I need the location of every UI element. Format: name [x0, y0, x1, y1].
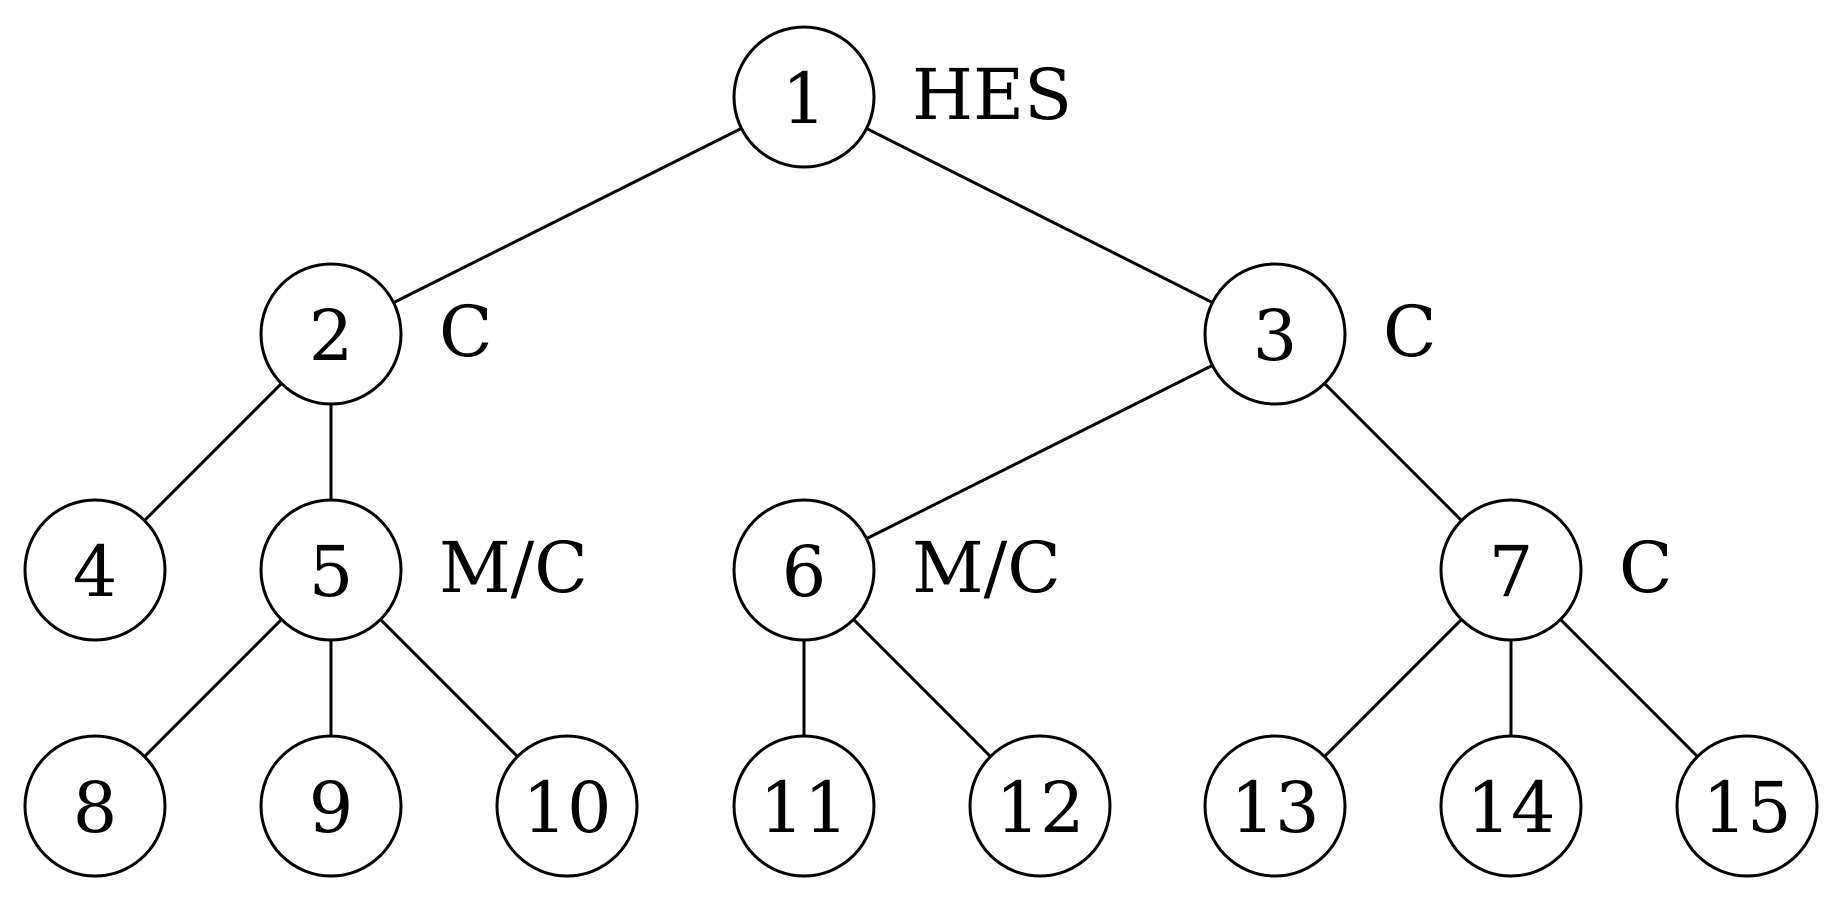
- node-11: 11: [732, 734, 876, 878]
- node-circle: [1203, 734, 1347, 878]
- node-circle: [23, 498, 167, 642]
- node-circle: [23, 734, 167, 878]
- node-circle: [1439, 734, 1583, 878]
- edge-1-2: [392, 127, 743, 304]
- node-label: 9: [309, 767, 354, 849]
- node-label: 6: [782, 531, 827, 613]
- node-circle: [732, 734, 876, 878]
- node-circle: [968, 734, 1112, 878]
- node-label: 1: [782, 58, 827, 140]
- node-5: 5 M/C: [259, 498, 588, 642]
- node-circle: [732, 25, 876, 169]
- node-tag: HES: [912, 54, 1072, 136]
- node-label: 11: [759, 767, 848, 849]
- edge-3-6: [865, 364, 1214, 540]
- node-label: 7: [1489, 531, 1534, 613]
- node-4: 4: [23, 498, 167, 642]
- node-12: 12: [968, 734, 1112, 878]
- edge-7-15: [1559, 618, 1699, 758]
- node-label: 13: [1230, 767, 1319, 849]
- node-circle: [1675, 734, 1819, 878]
- node-tag: C: [439, 291, 493, 373]
- node-label: 8: [73, 767, 118, 849]
- node-circle: [259, 262, 403, 406]
- node-15: 15: [1675, 734, 1819, 878]
- edge-2-4: [143, 382, 283, 522]
- node-label: 5: [309, 531, 354, 613]
- node-14: 14: [1439, 734, 1583, 878]
- node-label: 15: [1702, 767, 1791, 849]
- node-13: 13: [1203, 734, 1347, 878]
- edge-3-7: [1323, 382, 1463, 522]
- node-circle: [495, 734, 639, 878]
- node-circle: [1203, 262, 1347, 406]
- edge-1-3: [865, 127, 1214, 304]
- node-tag: M/C: [439, 527, 588, 609]
- node-tag: M/C: [912, 527, 1061, 609]
- node-1: 1 HES: [732, 25, 1072, 169]
- node-circle: [732, 498, 876, 642]
- node-tag: C: [1383, 291, 1437, 373]
- node-10: 10: [495, 734, 639, 878]
- edge-6-12: [852, 618, 992, 758]
- node-9: 9: [259, 734, 403, 878]
- node-label: 12: [995, 767, 1084, 849]
- edge-5-10: [379, 618, 519, 758]
- edge-5-8: [143, 618, 283, 758]
- node-label: 3: [1253, 295, 1298, 377]
- node-label: 10: [522, 767, 611, 849]
- node-6: 6 M/C: [732, 498, 1061, 642]
- node-tag: C: [1619, 527, 1673, 609]
- node-label: 4: [73, 531, 118, 613]
- node-8: 8: [23, 734, 167, 878]
- node-label: 14: [1466, 767, 1555, 849]
- edges-layer: [143, 127, 1699, 758]
- node-circle: [1439, 498, 1583, 642]
- node-circle: [259, 734, 403, 878]
- edge-7-13: [1323, 618, 1463, 758]
- node-circle: [259, 498, 403, 642]
- node-label: 2: [309, 295, 354, 377]
